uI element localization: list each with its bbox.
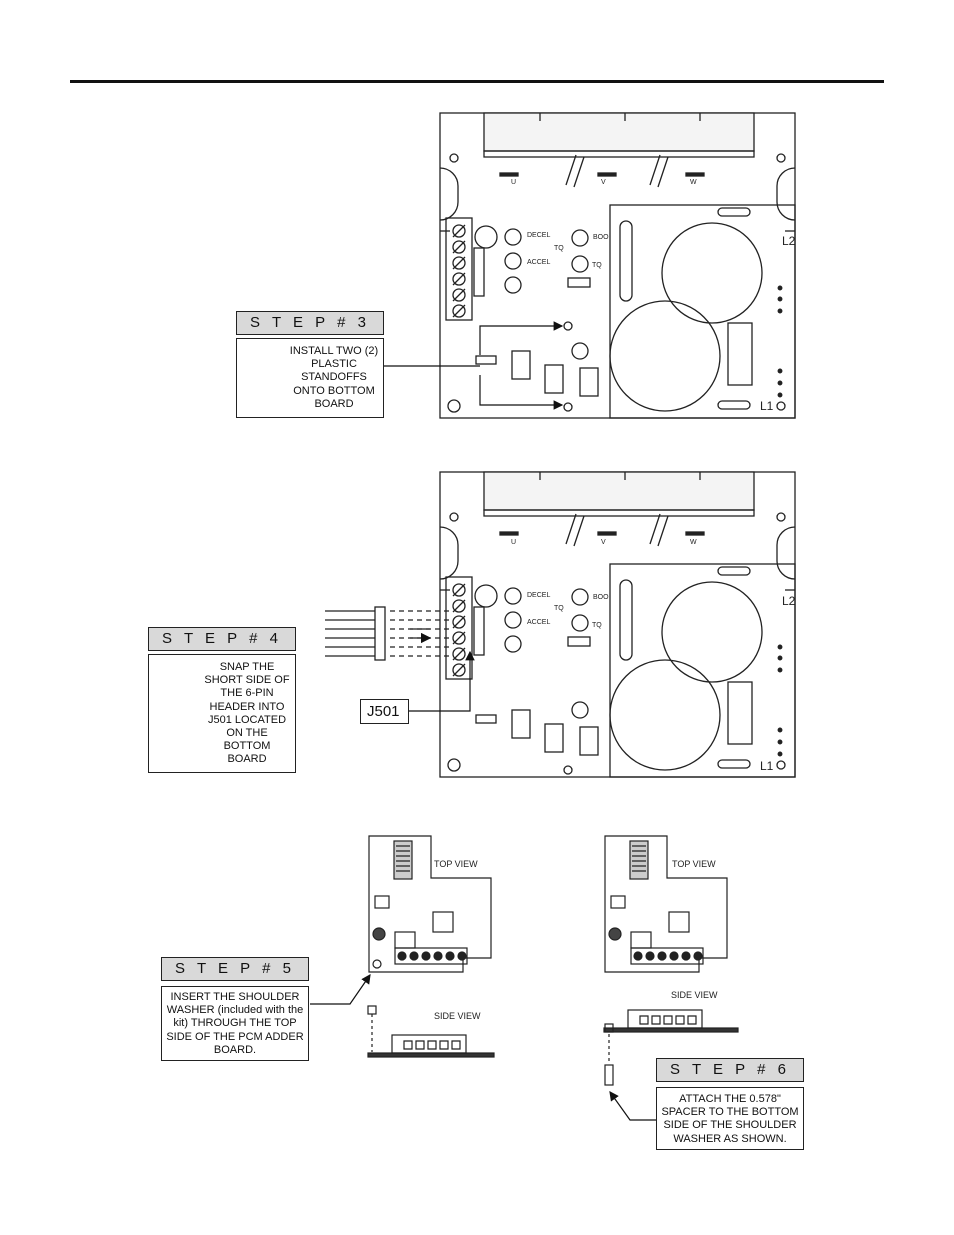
svg-text:V: V [601, 539, 606, 546]
step4-text: SNAP THE SHORT SIDE OF THE 6-PIN HEADER … [204, 661, 290, 766]
view-labels: TOP VIEW SIDE VIEW TOP VIEW SIDE VIEW [434, 859, 718, 1021]
step5-box: INSERT THE SHOULDER WASHER (included wit… [161, 986, 309, 1061]
svg-text:TQ: TQ [592, 262, 602, 269]
step3-title: S T E P # 3 [236, 311, 384, 335]
step6-leader [609, 1091, 656, 1121]
svg-text:V: V [601, 179, 606, 186]
svg-text:BOO: BOO [593, 234, 609, 241]
svg-text:ACCEL: ACCEL [527, 259, 550, 266]
svg-text:L2: L2 [782, 234, 796, 248]
step3-box: INSTALL TWO (2) PLASTIC STANDOFFS ONTO B… [236, 338, 384, 418]
step6-title: S T E P # 6 [656, 1058, 804, 1082]
step3-arrows [384, 321, 564, 410]
svg-text:W: W [690, 179, 697, 186]
svg-text:ACCEL: ACCEL [527, 619, 550, 626]
step3-text: INSTALL TWO (2) PLASTIC STANDOFFS ONTO B… [289, 345, 379, 410]
svg-text:U: U [511, 179, 516, 186]
step5-title: S T E P # 5 [161, 957, 309, 981]
svg-text:DECEL: DECEL [527, 232, 550, 239]
pcm-board-side-right [603, 1009, 739, 1086]
j501-callout: J501 [360, 699, 409, 724]
step4-title: S T E P # 4 [148, 627, 296, 651]
six-pin-header [325, 606, 450, 661]
pcm-board-top-left [368, 835, 492, 973]
svg-text:TQ: TQ [554, 245, 564, 252]
svg-text:SIDE VIEW: SIDE VIEW [671, 990, 718, 1000]
svg-text:DECEL: DECEL [527, 592, 550, 599]
motor-board-step3 [439, 112, 796, 419]
step5-text: INSERT THE SHOULDER WASHER (included wit… [166, 991, 304, 1056]
svg-text:TQ: TQ [554, 605, 564, 612]
svg-text:L1: L1 [760, 399, 774, 413]
step6-text: ATTACH THE 0.578" SPACER TO THE BOTTOM S… [661, 1093, 799, 1145]
step4-box: SNAP THE SHORT SIDE OF THE 6-PIN HEADER … [148, 654, 296, 773]
svg-text:TOP VIEW: TOP VIEW [434, 859, 478, 869]
pcm-board-top-right [604, 835, 728, 973]
step6-box: ATTACH THE 0.578" SPACER TO THE BOTTOM S… [656, 1087, 804, 1150]
svg-text:TOP VIEW: TOP VIEW [672, 859, 716, 869]
svg-text:L1: L1 [760, 759, 774, 773]
board2-labels: U V W DECEL ACCEL TQ BOO TQ L1 L2 [511, 539, 796, 773]
board1-labels: U V W DECEL ACCEL TQ BOO TQ L1 L2 [511, 179, 796, 413]
j501-leader [409, 650, 475, 712]
motor-board-step4 [439, 471, 796, 778]
svg-text:SIDE VIEW: SIDE VIEW [434, 1011, 481, 1021]
svg-text:L2: L2 [782, 594, 796, 608]
step5-leader [310, 974, 371, 1005]
svg-text:W: W [690, 539, 697, 546]
svg-text:TQ: TQ [592, 622, 602, 629]
svg-text:BOO: BOO [593, 594, 609, 601]
pcm-board-side-left [367, 1005, 495, 1058]
svg-text:U: U [511, 539, 516, 546]
header-rule [70, 80, 884, 83]
